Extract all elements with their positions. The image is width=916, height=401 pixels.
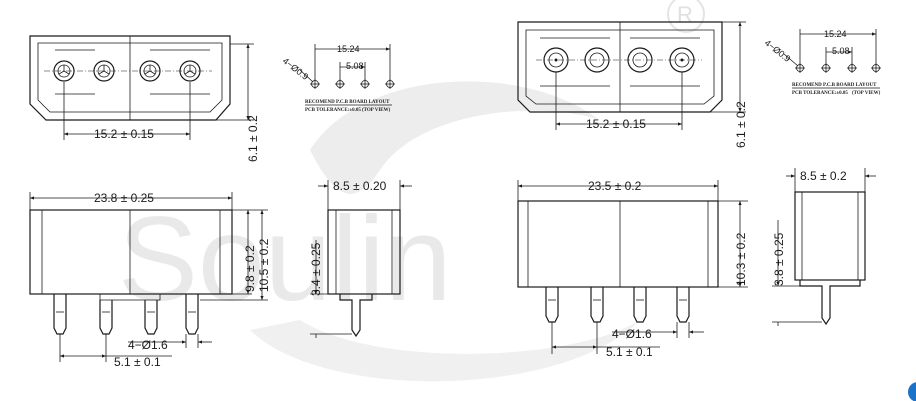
left-body-width-label: 23.8 ± 0.25 — [94, 191, 154, 205]
left-pin-dia-label: 4−Ø1.6 — [128, 338, 168, 352]
right-pitch-label: 5.1 ± 0.1 — [606, 345, 653, 359]
left-pcb-layout: 15.24 5.08 4−Ø0.9 RECOMEND P.C.B BOARD L… — [281, 44, 395, 113]
left-h1-label: 9.8 ± 0.2 — [243, 245, 257, 292]
left-top-view: 15.2 ± 0.15 6.1 ± 0.2 — [29, 35, 260, 162]
right-pin-dia-label: 4−Ø1.6 — [612, 327, 652, 341]
right-pcb-hole-label: 4−Ø0.9 — [763, 38, 793, 64]
left-pcb-pitch-label: 5.08 — [346, 61, 364, 71]
watermark-text: Soulin — [118, 192, 452, 326]
left-pcb-view: (TOP VIEW) — [362, 108, 391, 113]
right-side-view: 8.5 ± 0.2 3.8 ± 0.25 — [772, 168, 876, 326]
right-pcb-view: (TOP VIEW) — [852, 91, 881, 96]
left-top-height-label: 6.1 ± 0.2 — [246, 115, 260, 162]
left-top-width-label: 15.2 ± 0.15 — [94, 127, 154, 141]
corner-badge-icon — [908, 382, 916, 401]
right-pcb-title: RECOMEND P.C.B BOARD LAYOUT — [792, 83, 877, 88]
right-top-width-label: 15.2 ± 0.15 — [586, 117, 646, 131]
right-top-view: 15.2 ± 0.15 6.1 ± 0.2 — [517, 21, 748, 148]
left-pcb-span-label: 15.24 — [337, 44, 360, 54]
right-pcb-tolerance: PCB TOLERANCE:±0.05 — [792, 91, 848, 96]
left-side-height-label: 3.4 ± 0.25 — [309, 242, 323, 296]
left-front-view: 23.8 ± 0.25 9.8 ± 0.2 10.5 ± 0.2 5.1 ± 0… — [29, 191, 271, 369]
svg-text:R: R — [677, 2, 693, 27]
right-front-pins — [545, 287, 690, 323]
left-pcb-holes — [310, 79, 395, 89]
left-side-view: 8.5 ± 0.20 3.4 ± 0.25 — [309, 179, 412, 338]
left-h2-label: 10.5 ± 0.2 — [257, 238, 271, 292]
right-front-view: 23.5 ± 0.2 10.3 ± 0.2 5.1 ± 0.1 4−Ø1.6 — [517, 179, 748, 359]
right-pcb-span-label: 15.24 — [824, 29, 847, 39]
right-h1-label: 10.3 ± 0.2 — [734, 232, 748, 286]
right-pcb-layout: 15.24 5.08 4−Ø0.9 RECOMEND P.C.B BOARD L… — [763, 29, 881, 96]
right-body-width-label: 23.5 ± 0.2 — [588, 179, 642, 193]
registered-mark-icon — [667, 0, 705, 33]
left-pcb-title: RECOMEND P.C.B BOARD LAYOUT — [305, 100, 390, 105]
right-pcb-holes — [795, 63, 881, 73]
left-pcb-hole-label: 4−Ø0.9 — [281, 56, 311, 82]
left-side-width-label: 8.5 ± 0.20 — [333, 179, 387, 193]
left-pitch-label: 5.1 ± 0.1 — [114, 355, 161, 369]
left-pcb-tolerance: PCB TOLERANCE:±0.05 — [305, 108, 361, 113]
right-side-height-label: 3.8 ± 0.25 — [772, 232, 786, 286]
right-side-width-label: 8.5 ± 0.2 — [800, 169, 847, 183]
right-top-height-label: 6.1 ± 0.2 — [734, 101, 748, 148]
right-pcb-pitch-label: 5.08 — [832, 46, 850, 56]
